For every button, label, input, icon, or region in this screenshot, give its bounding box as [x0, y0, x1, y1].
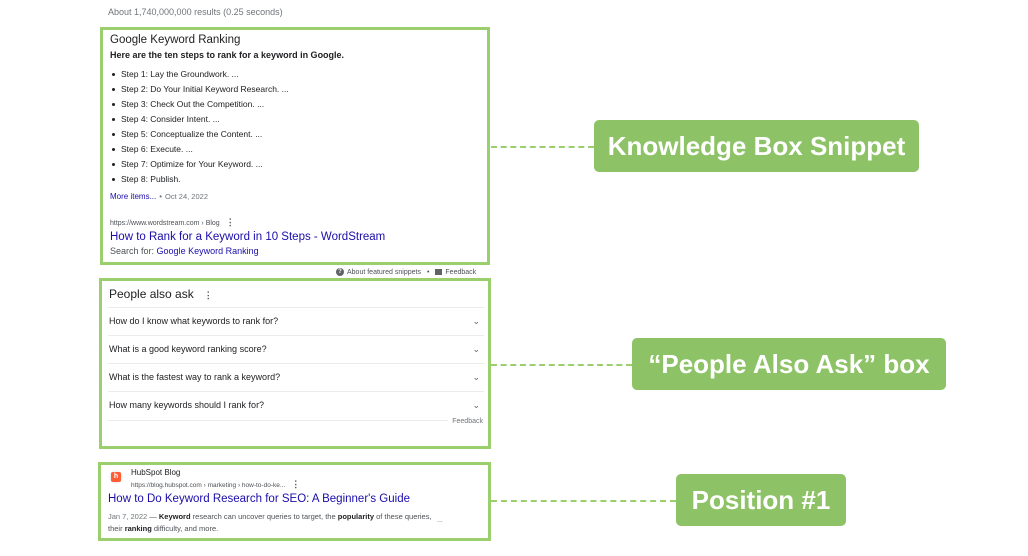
- result-date: Jan 7, 2022: [108, 512, 148, 521]
- knowledge-box-link[interactable]: How to Rank for a Keyword in 10 Steps - …: [110, 231, 386, 243]
- paa-feedback-link[interactable]: Feedback: [448, 418, 483, 425]
- feedback-link[interactable]: Feedback: [445, 268, 477, 276]
- result-url: https://blog.hubspot.com › marketing › h…: [131, 482, 286, 489]
- hubspot-favicon-icon: h: [109, 470, 123, 484]
- list-item: Step 6: Execute. ...: [110, 142, 289, 157]
- result-ellipsis: ...: [437, 517, 443, 524]
- paa-questions: How do I know what keywords to rank for?…: [108, 307, 484, 419]
- list-item: Step 1: Lay the Groundwork. ...: [110, 67, 289, 82]
- featured-snippet-bar: ?About featured snippets • Feedback: [336, 268, 476, 276]
- snippet-text: difficulty, and more.: [151, 524, 219, 533]
- separator: •: [426, 268, 430, 276]
- more-items-link[interactable]: More items...: [110, 192, 157, 201]
- knowledge-box-title: Google Keyword Ranking: [110, 34, 241, 46]
- knowledge-box-snippet: Google Keyword Ranking Here are the ten …: [100, 27, 490, 265]
- result-site-name: HubSpot Blog: [131, 468, 181, 477]
- more-options-icon[interactable]: ⋮: [291, 479, 301, 489]
- list-item: Step 8: Publish.: [110, 172, 289, 187]
- about-featured-snippets-link[interactable]: About featured snippets: [347, 268, 421, 276]
- knowledge-box-date: Oct 24, 2022: [165, 192, 208, 201]
- position-label: Position #1: [676, 474, 846, 526]
- connector-line: [491, 500, 676, 502]
- result-snippet: Jan 7, 2022 — Keyword research can uncov…: [108, 511, 438, 535]
- chevron-down-icon: ⌄: [472, 344, 480, 354]
- paa-question[interactable]: How many keywords should I rank for? ⌄: [108, 391, 484, 419]
- connector-line: [491, 364, 632, 366]
- list-item: Step 4: Consider Intent. ...: [110, 112, 289, 127]
- paa-question[interactable]: What is a good keyword ranking score? ⌄: [108, 335, 484, 363]
- snippet-bold: Keyword: [158, 512, 191, 521]
- paa-title: People also ask ⋮: [109, 287, 213, 301]
- paa-box-label: “People Also Ask” box: [632, 338, 946, 390]
- knowledge-box-subtitle: Here are the ten steps to rank for a key…: [110, 50, 345, 60]
- knowledge-box-steps: Step 1: Lay the Groundwork. ... Step 2: …: [110, 67, 289, 187]
- list-item: Step 5: Conceptualize the Content. ...: [110, 127, 289, 142]
- result-title-link[interactable]: How to Do Keyword Research for SEO: A Be…: [108, 493, 410, 505]
- paa-question-text: What is the fastest way to rank a keywor…: [109, 372, 281, 382]
- snippet-bold: popularity: [337, 512, 374, 521]
- snippet-text: —: [147, 512, 159, 521]
- paa-question-text: How many keywords should I rank for?: [109, 400, 265, 410]
- paa-question-text: How do I know what keywords to rank for?: [109, 316, 279, 326]
- chevron-down-icon: ⌄: [472, 372, 480, 382]
- knowledge-box-cite: https://www.wordstream.com › Blog ⋮: [110, 217, 235, 228]
- organic-result: h HubSpot Blog https://blog.hubspot.com …: [98, 462, 491, 541]
- paa-question[interactable]: What is the fastest way to rank a keywor…: [108, 363, 484, 391]
- results-count: About 1,740,000,000 results (0.25 second…: [108, 7, 283, 17]
- paa-question-text: What is a good keyword ranking score?: [109, 344, 267, 354]
- more-options-icon[interactable]: ⋮: [225, 217, 235, 227]
- search-for: Search for: Google Keyword Ranking: [110, 246, 259, 256]
- connector-line: [491, 146, 594, 148]
- search-for-query-link[interactable]: Google Keyword Ranking: [156, 246, 259, 256]
- feedback-icon: [435, 269, 443, 275]
- snippet-text: research can uncover queries to target, …: [190, 512, 338, 521]
- list-item: Step 3: Check Out the Competition. ...: [110, 97, 289, 112]
- help-icon: ?: [336, 268, 344, 276]
- knowledge-box-more: More items...•Oct 24, 2022: [110, 192, 208, 201]
- snippet-text: of these queries, their: [108, 512, 432, 533]
- more-options-icon[interactable]: ⋮: [203, 290, 213, 300]
- list-item: Step 7: Optimize for Your Keyword. ...: [110, 157, 289, 172]
- result-cite: https://blog.hubspot.com › marketing › h…: [131, 479, 300, 490]
- chevron-down-icon: ⌄: [472, 400, 480, 410]
- divider: [108, 420, 484, 421]
- paa-question[interactable]: How do I know what keywords to rank for?…: [108, 307, 484, 335]
- knowledge-box-label: Knowledge Box Snippet: [594, 120, 919, 172]
- paa-title-text: People also ask: [109, 287, 194, 301]
- snippet-bold: ranking: [124, 524, 152, 533]
- search-for-label: Search for:: [110, 246, 155, 256]
- source-url: https://www.wordstream.com › Blog: [110, 220, 220, 227]
- chevron-down-icon: ⌄: [472, 316, 480, 326]
- list-item: Step 2: Do Your Initial Keyword Research…: [110, 82, 289, 97]
- people-also-ask-box: People also ask ⋮ How do I know what keyw…: [99, 278, 491, 449]
